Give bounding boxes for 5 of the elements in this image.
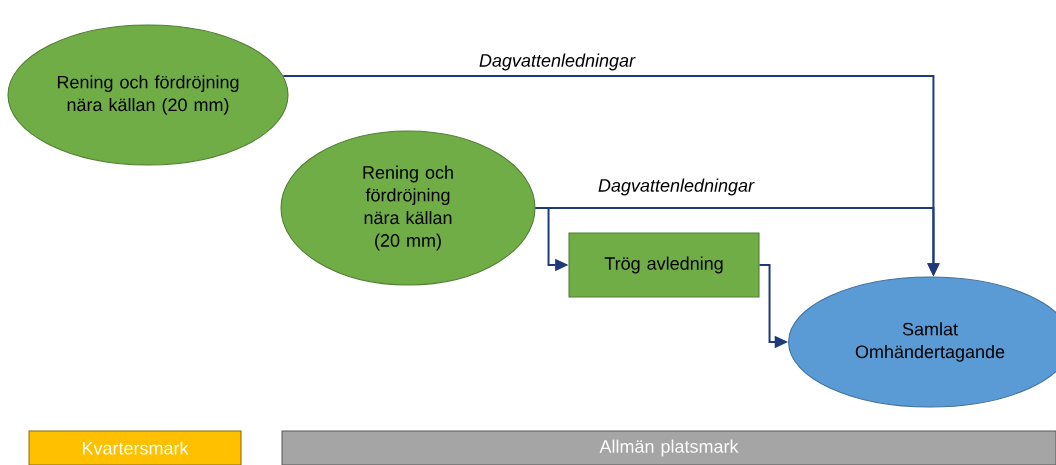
zone-band: Kvartersmark: [28, 430, 242, 465]
edge-label: Dagvattenledningar: [479, 53, 636, 71]
zone-band: Allmän platsmark: [281, 430, 1056, 465]
process-box: Trög avledning: [568, 232, 760, 298]
edge-label: Dagvattenledningar: [598, 178, 755, 196]
